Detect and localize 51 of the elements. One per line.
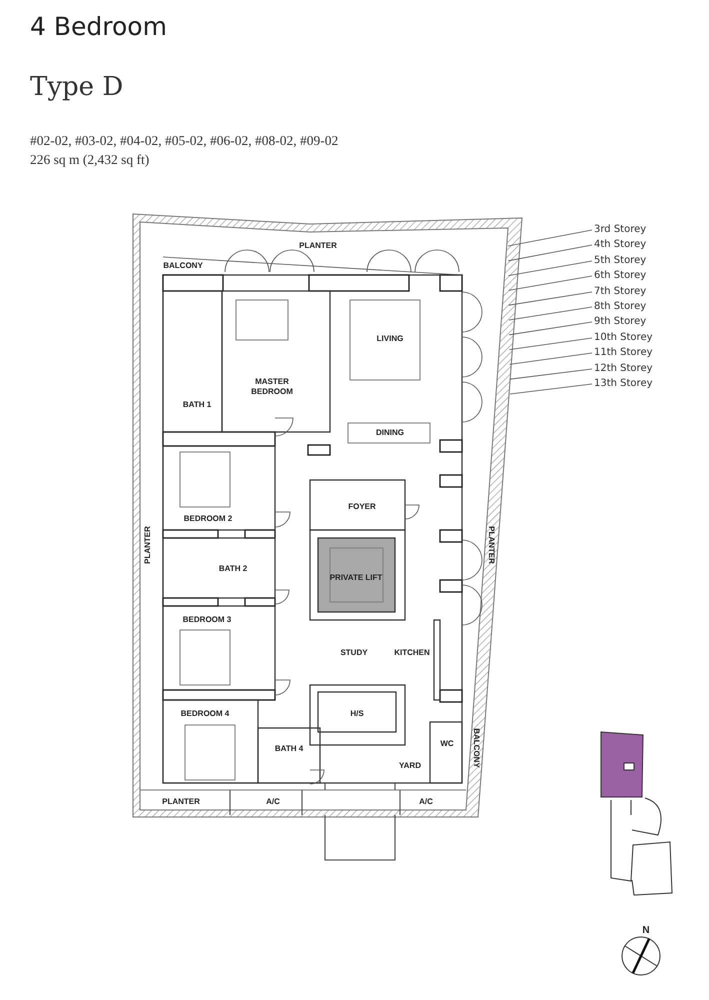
room-label: BALCONY [163, 261, 203, 271]
area-label: PLANTER [143, 526, 153, 564]
area-label: PLANTER [162, 797, 200, 807]
area-label: PLANTER [299, 241, 337, 251]
leader-line [509, 352, 592, 365]
room-label: BATH 4 [274, 744, 304, 754]
page-title: 4 Bedroom [30, 12, 167, 41]
storey-label: 13th Storey [594, 378, 653, 390]
area-label: BALCONY [471, 728, 481, 768]
storey-label: 5th Storey [594, 254, 646, 267]
leader-line [508, 260, 592, 276]
leader-line [508, 230, 592, 246]
room-label: BATH 2 [218, 564, 248, 574]
room-label: H/S [350, 709, 364, 719]
room-label: DINING [376, 428, 404, 438]
storey-label: 6th Storey [594, 270, 646, 282]
leader-line [508, 322, 592, 336]
area-label: A/C [266, 797, 280, 807]
floor-area: 226 sq m (2,432 sq ft) [30, 152, 150, 168]
room-label: FOYER [348, 502, 376, 512]
type-heading: Type D [30, 72, 124, 102]
leader-line [509, 368, 592, 380]
area-label: A/C [419, 797, 433, 807]
room-label: LIVING [376, 334, 404, 344]
room-label: BATH 1 [182, 400, 212, 410]
storey-label: 4th Storey [594, 239, 646, 252]
leader-line [508, 306, 592, 320]
storey-label: 10th Storey [594, 332, 653, 344]
north-label: N [642, 926, 650, 936]
storey-label: 9th Storey [594, 316, 646, 328]
room-label: MASTER BEDROOM [250, 377, 294, 397]
leader-line [510, 384, 592, 394]
storey-label: 7th Storey [594, 286, 646, 298]
leader-line [508, 292, 592, 306]
unit-numbers: #02-02, #03-02, #04-02, #05-02, #06-02, #08-02, #09-02 [30, 133, 338, 149]
storey-label: 12th Storey [594, 362, 653, 375]
storey-label: 11th Storey [594, 347, 653, 360]
leader-line [508, 276, 592, 291]
room-label: KITCHEN [394, 648, 430, 658]
room-label: STUDY [340, 648, 368, 658]
leader-line [509, 338, 592, 350]
leader-line [508, 244, 592, 262]
area-label: PLANTER [486, 526, 496, 564]
storey-label: 3rd Storey [594, 224, 646, 236]
room-label: BEDROOM 3 [182, 615, 232, 625]
room-label: BEDROOM 4 [180, 709, 230, 719]
room-label: PRIVATE LIFT [328, 573, 384, 583]
room-label: WC [440, 739, 454, 749]
room-label: BEDROOM 2 [184, 514, 232, 524]
storey-label: 8th Storey [594, 301, 646, 313]
room-label: YARD [399, 761, 421, 771]
